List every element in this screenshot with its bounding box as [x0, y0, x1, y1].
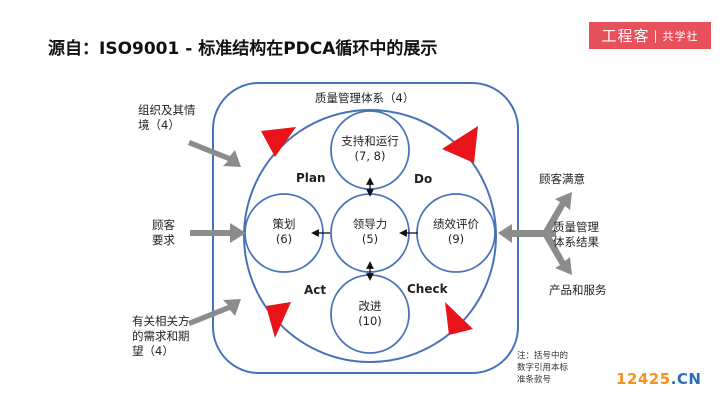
- input-interested-label: 有关相关方 的需求和期 望（4）: [132, 314, 190, 359]
- output-arrows: [498, 192, 572, 275]
- cycle-arrow-bottom-right: [445, 302, 473, 335]
- phase-do: Do: [414, 172, 433, 186]
- output-arrow-products: [543, 232, 572, 275]
- output-qms-results-line2: 体系结果: [553, 235, 599, 249]
- input-interested-line3: 望（4）: [132, 344, 174, 358]
- input-context-label: 组织及其情 境（4）: [138, 103, 196, 133]
- logo-main: 工程客: [601, 27, 650, 45]
- qms-boundary: [212, 82, 519, 374]
- footnote-line2: 数字引用本标: [517, 363, 569, 373]
- input-requirements-label: 顾客 要求: [152, 218, 175, 248]
- cycle-arrow-bottom-left: [266, 302, 291, 338]
- evaluation-name: 绩效评价: [433, 217, 479, 231]
- input-arrow-requirements: [190, 223, 246, 243]
- input-requirements-line1: 顾客: [152, 218, 175, 232]
- output-products-label: 产品和服务: [549, 283, 607, 297]
- input-arrow-interested: [188, 299, 241, 326]
- planning-label: 策划 (6): [245, 217, 323, 247]
- output-satisfaction-label: 顾客满意: [539, 172, 585, 186]
- leadership-name: 领导力: [352, 217, 388, 231]
- brand-logo: 工程客 | 共学社: [589, 22, 711, 49]
- improvement-clause: (10): [358, 314, 382, 328]
- output-qms-results-label: 质量管理 体系结果: [553, 220, 599, 250]
- output-arrow-satisfaction: [543, 192, 572, 235]
- footnote-line1: 注：括号中的: [517, 351, 569, 361]
- output-arrow-head-left: [498, 224, 512, 243]
- watermark-number: 12425: [616, 370, 671, 388]
- pdca-cycle-ring: [243, 109, 497, 363]
- evaluation-clause: (9): [447, 232, 465, 246]
- planning-name: 策划: [272, 217, 296, 231]
- input-requirements-line2: 要求: [152, 233, 175, 247]
- support-clause: (7, 8): [354, 149, 386, 163]
- output-arrow-shaft: [512, 230, 546, 237]
- footnote: 注：括号中的 数字引用本标 准条款号: [517, 350, 568, 386]
- input-arrows: [188, 140, 246, 326]
- leadership-label: 领导力 (5): [331, 217, 409, 247]
- input-arrow-context: [188, 140, 241, 167]
- input-interested-line1: 有关相关方: [132, 314, 190, 328]
- leadership-clause: (5): [361, 232, 379, 246]
- output-qms-results-line1: 质量管理: [553, 220, 599, 234]
- support-label: 支持和运行 (7, 8): [331, 134, 409, 164]
- input-context-line1: 组织及其情: [138, 103, 196, 117]
- phase-check: Check: [407, 282, 448, 296]
- logo-sub: 共学社: [662, 29, 699, 43]
- output-arrow-results: [544, 230, 556, 237]
- planning-clause: (6): [275, 232, 293, 246]
- improvement-label: 改进 (10): [331, 299, 409, 329]
- page-title: 源自：ISO9001 - 标准结构在PDCA循环中的展示: [48, 39, 438, 59]
- evaluation-label: 绩效评价 (9): [417, 217, 495, 247]
- qms-label: 质量管理体系（4）: [315, 91, 415, 105]
- support-name: 支持和运行: [341, 134, 399, 148]
- watermark-domain: .CN: [670, 370, 702, 388]
- footnote-line3: 准条款号: [517, 375, 552, 385]
- cycle-arrow-top-right: [442, 126, 478, 163]
- cycle-arrow-top-left: [261, 127, 296, 157]
- phase-act: Act: [304, 283, 327, 297]
- improvement-name: 改进: [358, 299, 382, 313]
- phase-plan: Plan: [296, 171, 326, 185]
- logo-separator: |: [653, 28, 659, 43]
- site-watermark: 12425.CN: [616, 370, 701, 388]
- input-context-line2: 境（4）: [138, 118, 180, 132]
- input-interested-line2: 的需求和期: [132, 329, 190, 343]
